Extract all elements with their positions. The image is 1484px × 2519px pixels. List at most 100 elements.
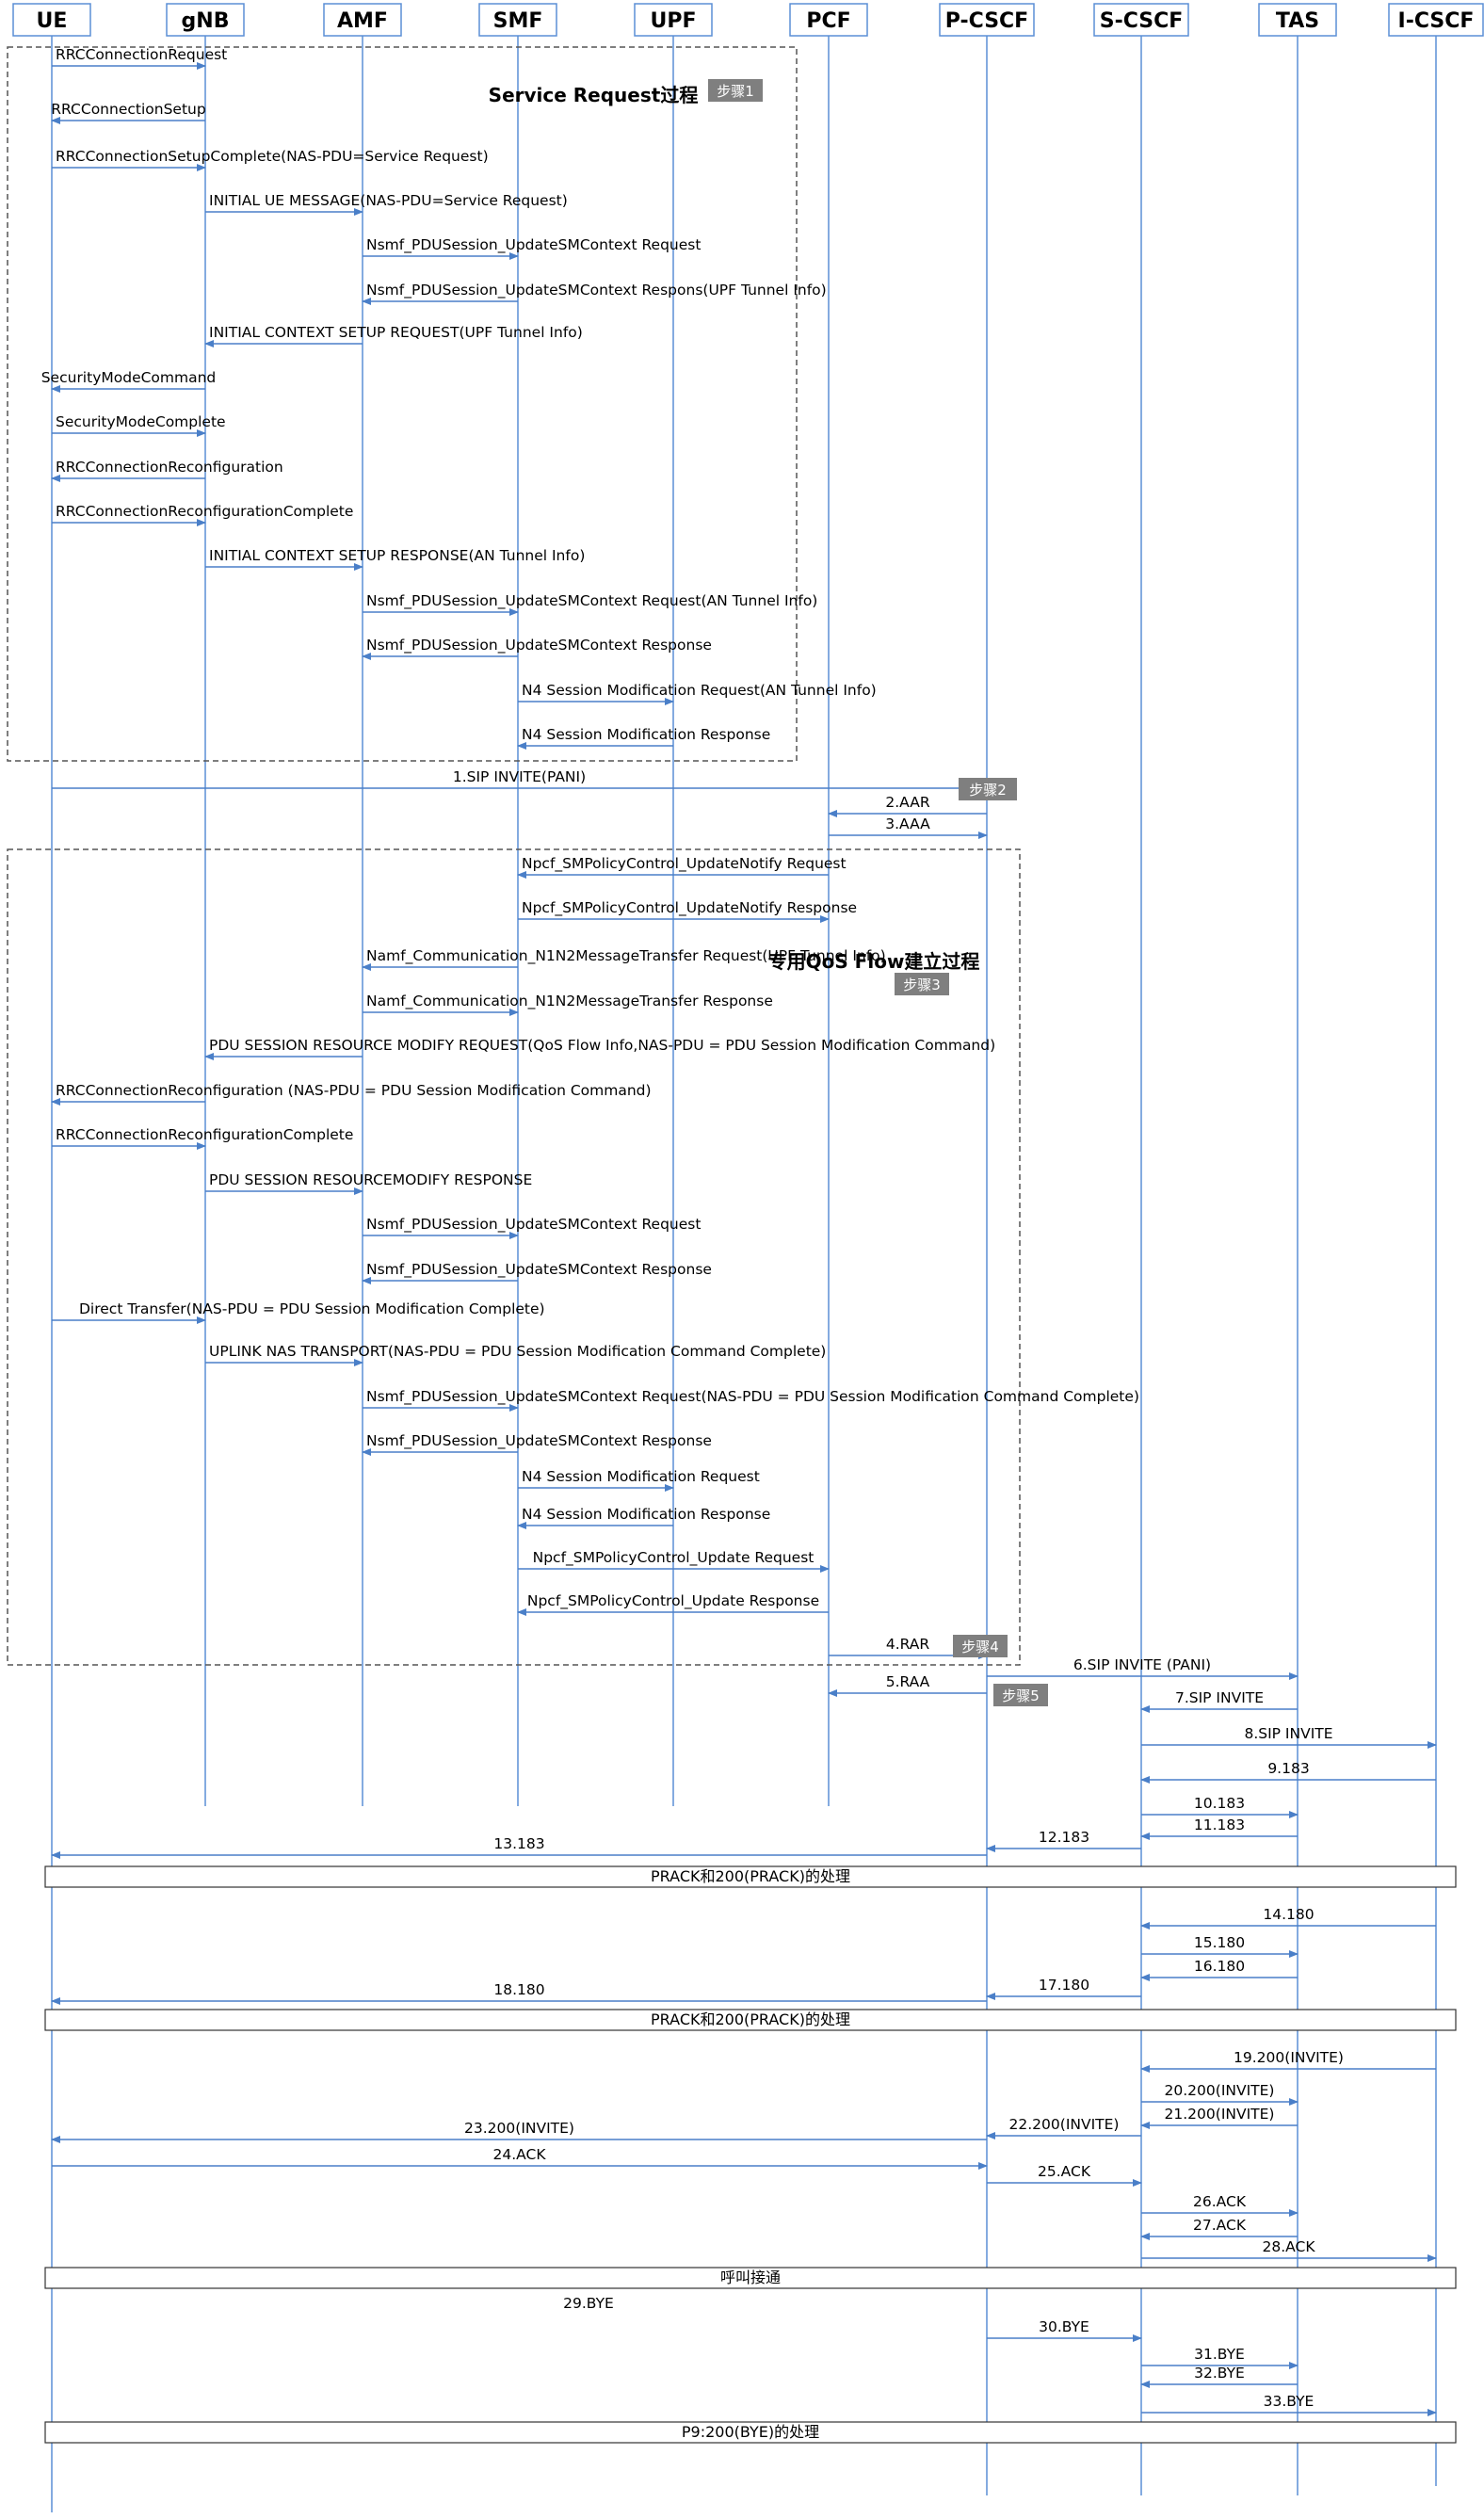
message-label: 16.180 (1194, 1958, 1245, 1975)
message-label: UPLINK NAS TRANSPORT(NAS-PDU = PDU Sessi… (209, 1343, 826, 1360)
message-label: 32.BYE (1194, 2365, 1245, 2382)
message: Namf_Communication_N1N2MessageTransfer R… (363, 993, 773, 1016)
message-label: RRCConnectionReconfigurationComplete (56, 503, 353, 520)
message-label: 24.ACK (493, 2146, 547, 2163)
message-label: Nsmf_PDUSession_UpdateSMContext Request(… (366, 1388, 1139, 1406)
message: RRCConnectionReconfigurationComplete (52, 503, 353, 526)
note-bar: PRACK和200(PRACK)的处理 (44, 1865, 1457, 1888)
message: 18.180 (51, 1981, 987, 2005)
entity-box (323, 3, 402, 37)
group-2: 专用QoS Flow建立过程 (7, 848, 1021, 1666)
lifelines (51, 36, 1437, 2512)
message: 15.180 (1141, 1934, 1298, 1958)
entity-label: P-CSCF (945, 9, 1028, 33)
entity-label: UE (37, 9, 68, 33)
message: Nsmf_PDUSession_UpdateSMContext Request(… (363, 592, 817, 616)
message: RRCConnectionRequest (52, 46, 227, 70)
step-badge: 步骤5 (993, 1684, 1048, 1706)
message: 8.SIP INVITE (1141, 1725, 1437, 1749)
entity-upf: UPF (634, 3, 713, 37)
message-label: 17.180 (1039, 1977, 1089, 1994)
message-label: 12.183 (1039, 1829, 1089, 1846)
entity-label: TAS (1276, 9, 1319, 33)
message-label: PDU SESSION RESOURCE MODIFY REQUEST(QoS … (209, 1037, 995, 1054)
entity-box (1258, 3, 1337, 37)
message-label: 9.183 (1267, 1760, 1309, 1777)
message-label: 33.BYE (1264, 2393, 1315, 2410)
entity-box (1388, 3, 1484, 37)
message-label: 8.SIP INVITE (1244, 1725, 1332, 1742)
message-label: 25.ACK (1038, 2163, 1091, 2180)
entity-label: I-CSCF (1398, 9, 1475, 33)
message-label: Nsmf_PDUSession_UpdateSMContext Response (366, 1432, 712, 1450)
notes: PRACK和200(PRACK)的处理PRACK和200(PRACK)的处理呼叫… (44, 1865, 1457, 2444)
message: RRCConnectionSetup (51, 101, 206, 124)
message-label: Npcf_SMPolicyControl_Update Response (527, 1592, 819, 1610)
entity-label: AMF (337, 9, 388, 33)
message-label: Nsmf_PDUSession_UpdateSMContext Request (366, 236, 701, 254)
step-badge: 步骤1 (708, 79, 763, 102)
entity-box (1093, 3, 1189, 37)
entity-box (634, 3, 713, 37)
message: 7.SIP INVITE (1140, 1689, 1298, 1713)
message-label: 23.200(INVITE) (464, 2120, 574, 2137)
message-label: Nsmf_PDUSession_UpdateSMContext Response (366, 637, 712, 654)
group-1: Service Request过程 (7, 46, 798, 762)
message-label: Nsmf_PDUSession_UpdateSMContext Request (366, 1216, 701, 1234)
message-label: N4 Session Modification Request (522, 1468, 760, 1485)
message: 19.200(INVITE) (1140, 2049, 1436, 2073)
message-label: SecurityModeCommand (41, 369, 217, 386)
note-label: PRACK和200(PRACK)的处理 (651, 2010, 850, 2028)
entity-box (166, 3, 245, 37)
message-label: 13.183 (493, 1835, 544, 1852)
entity-box (478, 3, 557, 37)
step-badge-label: 步骤4 (961, 1639, 999, 1655)
message-label: 21.200(INVITE) (1165, 2106, 1275, 2123)
step-badge-bg (708, 79, 763, 102)
message: 26.ACK (1141, 2193, 1298, 2217)
message: 25.ACK (987, 2163, 1142, 2187)
message: 21.200(INVITE) (1140, 2106, 1298, 2129)
message-label: 30.BYE (1039, 2318, 1089, 2335)
message-label: 7.SIP INVITE (1175, 1689, 1264, 1706)
message-label: 2.AAR (885, 794, 929, 811)
message: 33.BYE (1141, 2393, 1437, 2416)
message: N4 Session Modification Request (518, 1468, 760, 1492)
message: RRCConnectionReconfiguration (51, 459, 283, 482)
entity-i-cscf: I-CSCF (1388, 3, 1484, 37)
message-label: 19.200(INVITE) (1234, 2049, 1344, 2066)
message: INITIAL CONTEXT SETUP REQUEST(UPF Tunnel… (204, 324, 583, 347)
message: 22.200(INVITE) (986, 2116, 1141, 2140)
message: Npcf_SMPolicyControl_Update Request (518, 1549, 830, 1573)
message: 1.SIP INVITE(PANI) (52, 768, 988, 792)
entity-smf: SMF (478, 3, 557, 37)
entity-label: gNB (182, 9, 230, 33)
note-label: PRACK和200(PRACK)的处理 (651, 1867, 850, 1885)
message-label: 31.BYE (1194, 2346, 1245, 2363)
standalone-label: 29.BYE (563, 2295, 614, 2312)
message-label: INITIAL CONTEXT SETUP RESPONSE(AN Tunnel… (209, 547, 585, 564)
entity-label: UPF (650, 9, 696, 33)
message: RRCConnectionSetupComplete(NAS-PDU=Servi… (52, 148, 489, 171)
entity-label: SMF (493, 9, 543, 33)
message-label: Nsmf_PDUSession_UpdateSMContext Respons(… (366, 282, 827, 299)
message: Nsmf_PDUSession_UpdateSMContext Request(… (363, 1388, 1139, 1412)
message: Nsmf_PDUSession_UpdateSMContext Request (363, 1216, 701, 1239)
message: UPLINK NAS TRANSPORT(NAS-PDU = PDU Sessi… (205, 1343, 826, 1366)
message: Npcf_SMPolicyControl_Update Response (517, 1592, 829, 1616)
message-label: Nsmf_PDUSession_UpdateSMContext Response (366, 1261, 712, 1279)
step-badge-label: 步骤5 (1002, 1687, 1040, 1704)
message: N4 Session Modification Response (517, 1506, 770, 1529)
entity-box (789, 3, 868, 37)
step-badge: 步骤2 (959, 778, 1017, 800)
entity-label: PCF (806, 9, 850, 33)
group-title: Service Request过程 (489, 84, 699, 106)
message: PDU SESSION RESOURCEMODIFY RESPONSE (205, 1171, 532, 1195)
message-label: Nsmf_PDUSession_UpdateSMContext Request(… (366, 592, 817, 610)
message: 12.183 (986, 1829, 1141, 1852)
message: 31.BYE (1141, 2346, 1298, 2369)
message-label: Direct Transfer(NAS-PDU = PDU Session Mo… (79, 1300, 545, 1317)
step-badge-bg (953, 1635, 1008, 1657)
